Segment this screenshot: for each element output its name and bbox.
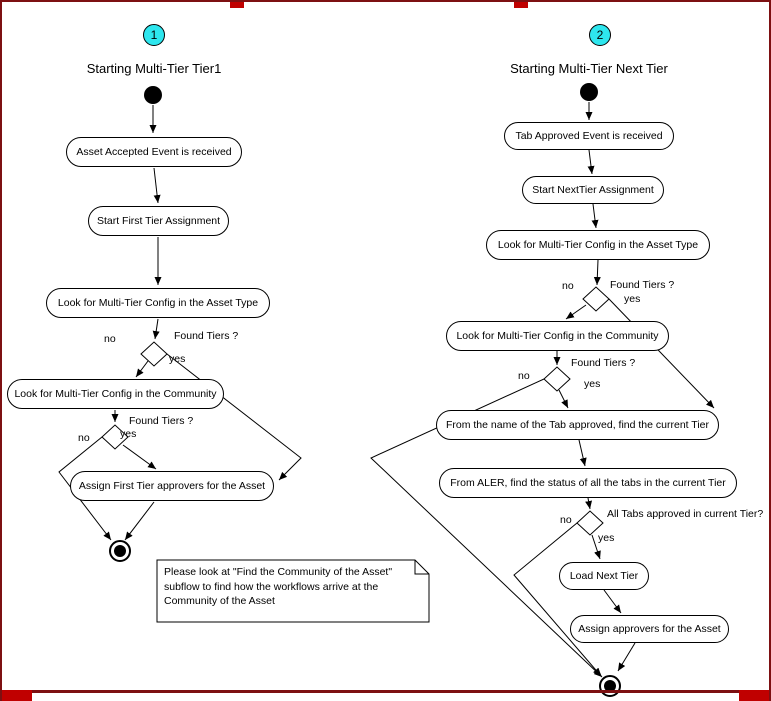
flow2-title: Starting Multi-Tier Next Tier [510, 61, 668, 76]
left-d2-no: no [78, 432, 90, 444]
right-d3-label: All Tabs approved in current Tier? [607, 508, 764, 520]
decision-diamond-right-1 [582, 286, 610, 312]
edge-l-d2-yes-assign [122, 444, 157, 470]
edge-r-tabapproved-startnext [587, 149, 595, 175]
right-d2-yes: yes [584, 378, 601, 390]
note: Please look at "Find the Community of th… [164, 566, 393, 608]
right-d2-label: Found Tiers ? [571, 357, 636, 369]
right-d2-no: no [518, 370, 530, 382]
right-d1-no: no [562, 280, 574, 292]
edge-l-accepted-startfirst [153, 167, 161, 204]
right-d3-no: no [560, 514, 572, 526]
edge-r-d1-no-lookcommunity [565, 304, 587, 320]
node-asset-accepted: Asset Accepted Event is received [66, 137, 242, 167]
node-look-community-right: Look for Multi-Tier Config in the Commun… [446, 321, 669, 351]
edge-r-loadnext-assign [603, 589, 622, 614]
edge-r-startnext-lookasset [591, 203, 599, 229]
decision-diamond-left-1 [140, 341, 168, 367]
node-tab-approved: Tab Approved Event is received [504, 122, 674, 150]
edge-r-lookasset-d1 [593, 259, 601, 286]
left-d1-no: no [104, 333, 116, 345]
left-d2-label: Found Tiers ? [129, 415, 194, 427]
edge-r-d3-no-end [513, 522, 602, 677]
bottom-right-red-mark [739, 690, 769, 701]
edge-r-d1-yes-fromtab [608, 298, 715, 409]
edge-l-d1-no-lookcommunity [135, 360, 149, 378]
note-fold [414, 560, 429, 575]
edge-r-assign-end [617, 642, 636, 672]
node-from-tab-name: From the name of the Tab approved, find … [436, 410, 719, 440]
node-look-asset-type-right: Look for Multi-Tier Config in the Asset … [486, 230, 710, 260]
edge-r-d2-yes-fromtab [558, 389, 569, 409]
end-node-left [114, 545, 126, 557]
flow1-badge: 1 [143, 24, 165, 46]
start-node-left [144, 86, 162, 104]
right-d3-yes: yes [598, 532, 615, 544]
node-assign-approvers: Assign approvers for the Asset [570, 615, 729, 643]
edge-r-fromaler-d3 [585, 497, 593, 510]
edge-l-d2-no-end [58, 436, 112, 541]
end-node-right [604, 680, 616, 692]
edge-r-d3-yes-loadnext [591, 534, 601, 560]
flow2-badge: 2 [589, 24, 611, 46]
node-assign-first-tier: Assign First Tier approvers for the Asse… [70, 471, 274, 501]
decision-diamond-left-2 [101, 424, 129, 450]
note-outline [156, 559, 430, 623]
node-look-asset-type-left: Look for Multi-Tier Config in the Asset … [46, 288, 270, 318]
left-d2-yes: yes [120, 428, 137, 440]
edge-r-d2-no-end [370, 378, 603, 678]
start-node-right [580, 83, 598, 101]
node-from-aler: From ALER, find the status of all the ta… [439, 468, 737, 498]
node-load-next-tier: Load Next Tier [559, 562, 649, 590]
right-d1-label: Found Tiers ? [610, 279, 675, 291]
node-look-community-left: Look for Multi-Tier Config in the Commun… [7, 379, 224, 409]
top-red-tick-2 [514, 2, 528, 8]
edge-r-fromtab-fromaler [578, 439, 587, 467]
left-d1-label: Found Tiers ? [174, 330, 239, 342]
node-start-next-tier: Start NextTier Assignment [522, 176, 664, 204]
node-start-first-tier: Start First Tier Assignment [88, 206, 229, 236]
left-d1-yes: yes [169, 353, 186, 365]
frame-bottom-line [2, 690, 769, 693]
edge-l-assign-end [124, 501, 155, 541]
decision-diamond-right-2 [543, 366, 571, 392]
edge-l-lookasset-d1 [152, 318, 160, 340]
flow1-title: Starting Multi-Tier Tier1 [86, 61, 222, 76]
right-d1-yes: yes [624, 293, 641, 305]
decision-diamond-right-3 [576, 510, 604, 536]
bottom-left-red-mark [2, 690, 32, 701]
top-red-tick-1 [230, 2, 244, 8]
